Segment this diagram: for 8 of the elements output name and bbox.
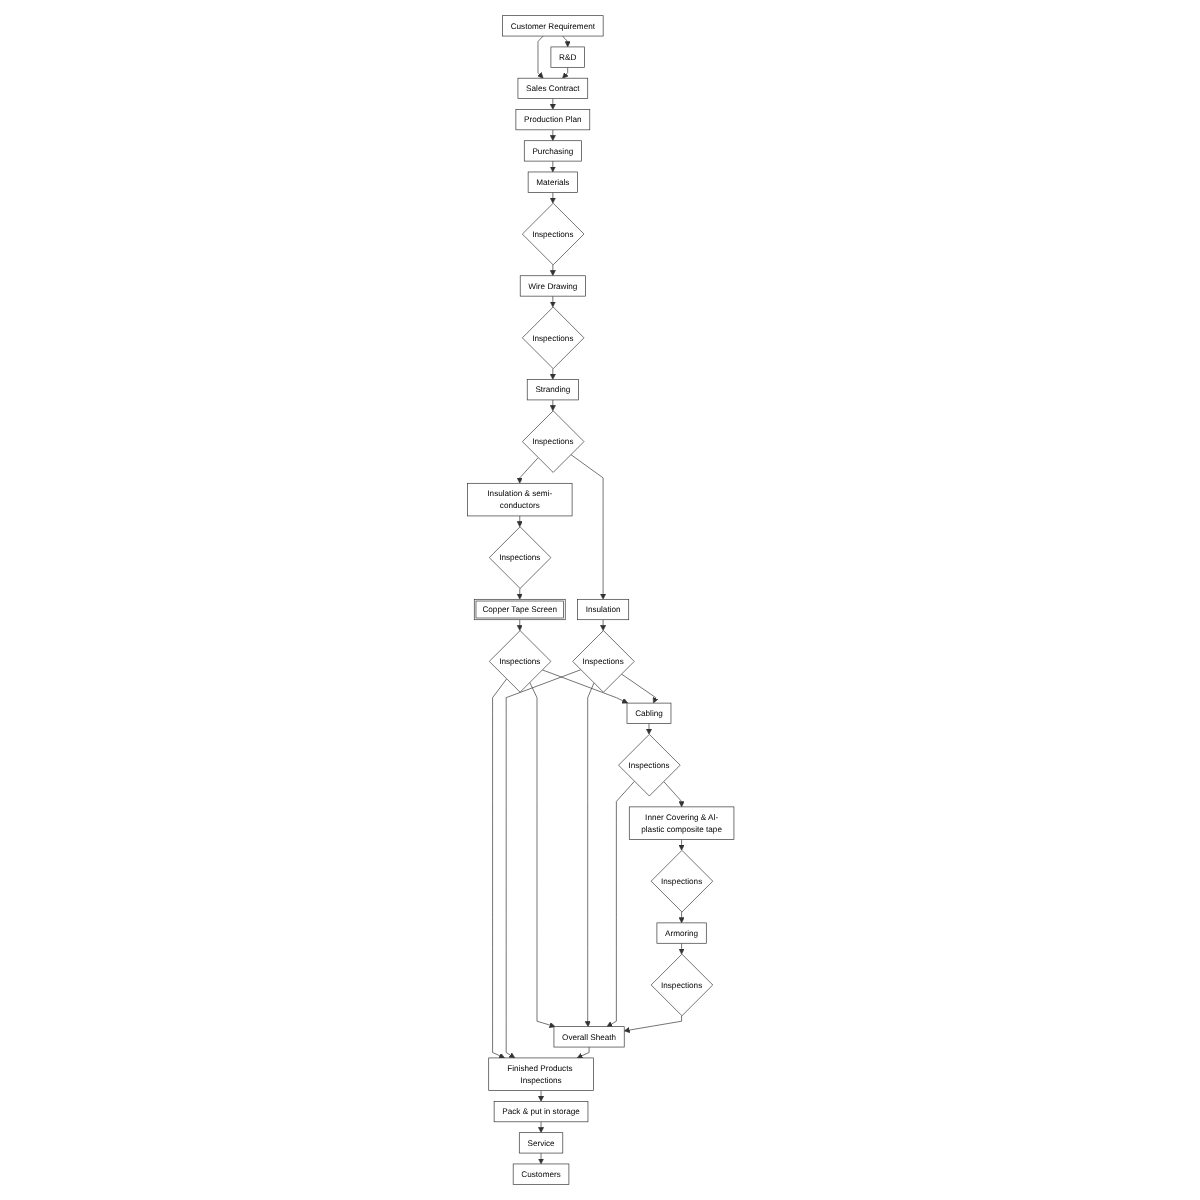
arrow — [537, 1090, 544, 1102]
arrow — [549, 264, 556, 277]
arrow — [645, 723, 652, 735]
arrow — [549, 368, 556, 380]
arrow — [677, 839, 684, 851]
arrow — [549, 192, 556, 204]
arrow — [561, 35, 570, 48]
arrow — [516, 588, 523, 600]
